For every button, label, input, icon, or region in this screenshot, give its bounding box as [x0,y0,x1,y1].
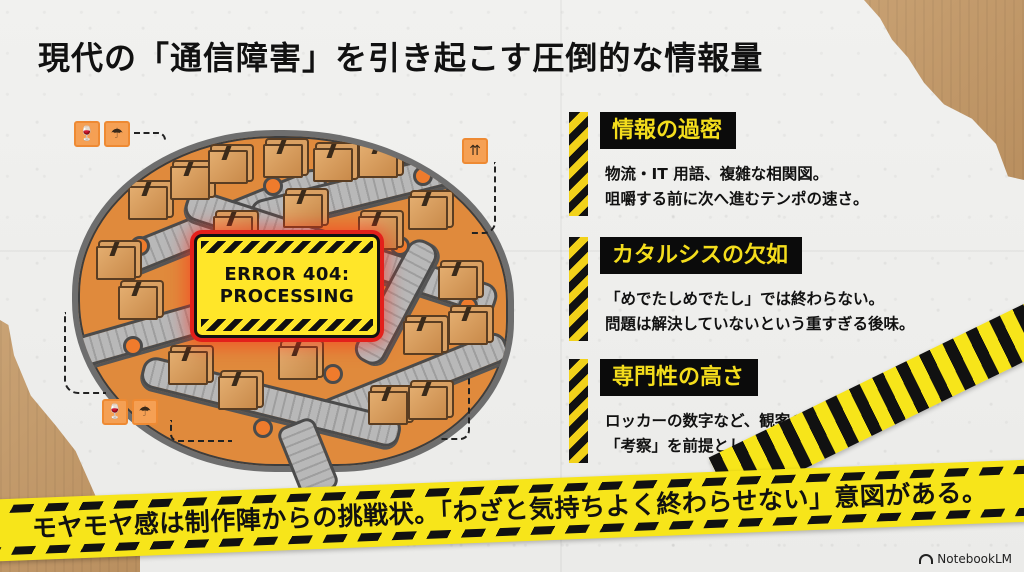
fragile-glass-icon: 🍷 [74,121,100,147]
slide-title: 現代の「通信障害」を引き起こす圧倒的な情報量 [38,39,764,77]
section-body: 「めでたしめでたし」では終わらない。 問題は解決していないという重すぎる後味。 [605,287,965,337]
cardboard-box [408,386,448,420]
dashed-arrow [170,420,232,442]
hazard-icons-top-left: 🍷 ☂ [74,121,130,147]
cardboard-box [438,266,478,300]
cardboard-box [358,144,398,178]
hazard-stripe [569,359,588,463]
error-code-text: ERROR 404: [224,264,350,285]
hazard-stripe [569,237,588,341]
cardboard-box [313,148,353,182]
cardboard-box [118,286,158,320]
dashed-arrow [134,132,166,142]
section-heading: カタルシスの欠如 [600,237,803,274]
section-body-line: 問題は解決していないという重すぎる後味。 [605,315,915,333]
notebooklm-logo-icon [919,554,934,564]
section-heading: 専門性の高さ [600,359,759,396]
fragile-glass-icon: 🍷 [102,399,128,425]
cardboard-box [278,346,318,380]
cardboard-box [128,186,168,220]
dashed-arrow [64,312,106,394]
cardboard-box [283,194,323,228]
section-body: 物流・IT 用語、複雑な相関図。 咀嚼する前に次へ進むテンポの速さ。 [605,162,965,212]
section-body-line: 咀嚼する前に次へ進むテンポの速さ。 [605,190,869,208]
cardboard-box [168,351,208,385]
cardboard-box [403,321,443,355]
branding-label: NotebookLM [937,552,1012,566]
hazard-stripe [569,112,588,216]
roller [413,166,433,186]
dashed-arrow [440,378,470,440]
roller [263,176,283,196]
this-way-up-arrows-icon: ⇈ [462,138,488,164]
cardboard-box [263,144,303,178]
section-body-line: 「めでたしめでたし」では終わらない。 [605,290,885,308]
cardboard-box [170,166,210,200]
cardboard-box [368,391,408,425]
dashed-arrow [470,162,496,234]
cardboard-box [208,150,248,184]
keep-dry-umbrella-icon: ☂ [132,399,158,425]
cardboard-box [218,376,258,410]
notebooklm-branding: NotebookLM [919,552,1012,566]
section-body-line: 物流・IT 用語、複雑な相関図。 [605,165,829,183]
roller [123,336,143,356]
error-status-text: PROCESSING [219,286,355,307]
cardboard-box [408,196,448,230]
keep-dry-umbrella-icon: ☂ [104,121,130,147]
hazard-icons-top-right: ⇈ [462,138,488,164]
cardboard-box [96,246,136,280]
cardboard-box [448,311,488,345]
error-sign: ERROR 404: PROCESSING [194,234,380,338]
section-heading: 情報の過密 [600,112,737,149]
roller [253,418,273,438]
hazard-icons-bottom-left: 🍷 ☂ [102,399,158,425]
roller [323,364,343,384]
